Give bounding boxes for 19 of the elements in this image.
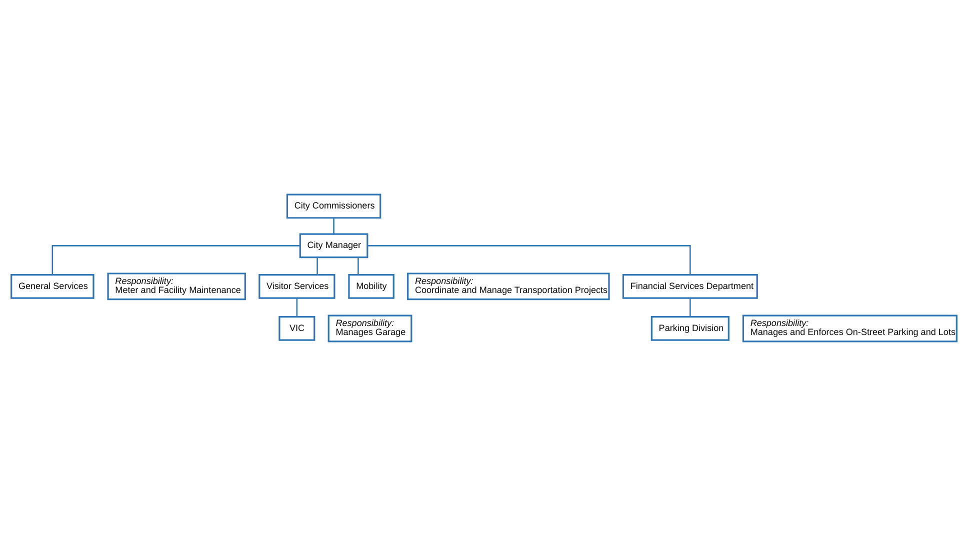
- connector: [333, 218, 334, 234]
- node-box: Parking Division: [650, 316, 730, 340]
- node-box: VIC: [278, 316, 316, 340]
- node-box: City Manager: [299, 232, 368, 258]
- connector: [358, 256, 359, 274]
- node-box: General Services: [10, 273, 94, 298]
- node-box: Responsibility: Coordinate and Manage Transportation Projects: [407, 272, 610, 300]
- node-box: Financial Services Department: [622, 273, 758, 298]
- connector: [316, 256, 318, 274]
- node-box: Mobility: [348, 273, 394, 298]
- node-box: Responsibility: Manages Garage: [328, 314, 412, 342]
- node-box: Visitor Services: [258, 273, 336, 298]
- node-box: Responsibility: Meter and Facility Maintenance: [107, 272, 246, 300]
- connector: [52, 244, 300, 274]
- node-box: Responsibility: Manages and Enforces On-Street Parking and Lots: [742, 314, 958, 342]
- connector: [368, 244, 691, 274]
- node-box: City Commissioners: [286, 193, 382, 218]
- connector: [690, 298, 691, 316]
- connector: [296, 298, 298, 316]
